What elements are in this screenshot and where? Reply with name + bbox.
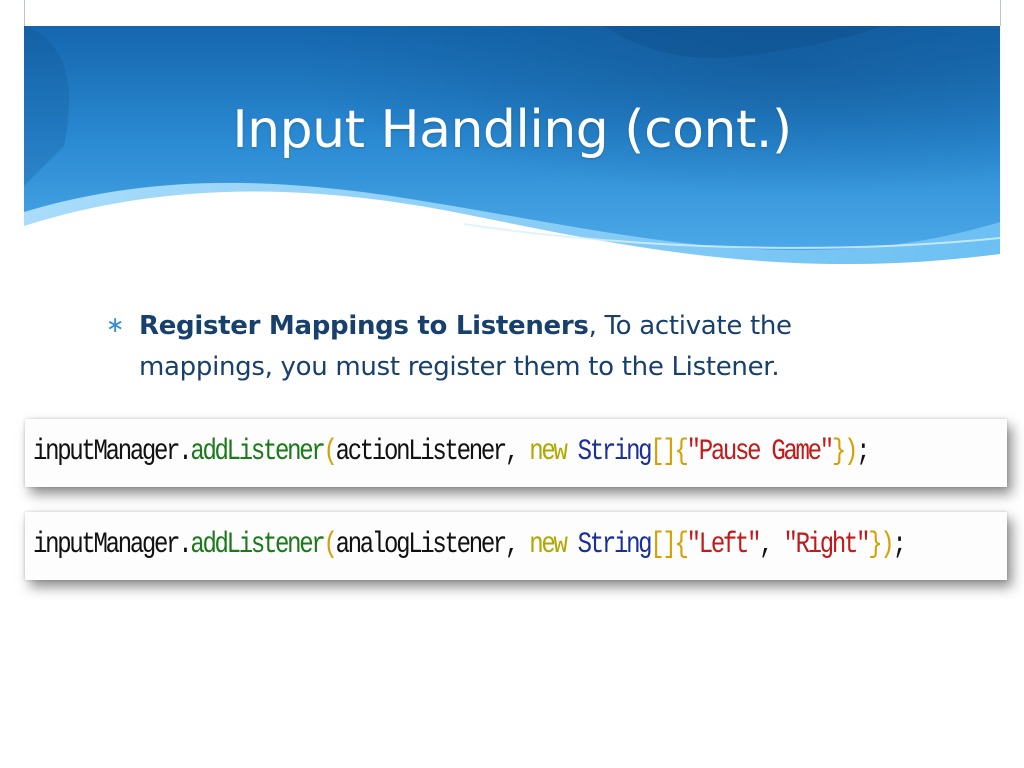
code-line: inputManager.addListener(actionListener,…	[33, 436, 871, 469]
code-snippet-action-listener: inputManager.addListener(actionListener,…	[25, 419, 1007, 487]
code-close: })	[831, 436, 859, 469]
code-semicolon: ;	[892, 529, 906, 562]
code-method: addListener	[190, 529, 325, 562]
bullet-list: ∗ Register Mappings to Listeners, To act…	[106, 306, 886, 388]
code-brackets: []	[650, 529, 677, 562]
code-open-paren: (	[323, 529, 337, 562]
code-open-brace: {	[674, 529, 689, 562]
code-string: "Right"	[783, 529, 870, 562]
code-argument: analogListener	[335, 529, 508, 562]
code-brackets: []	[650, 436, 677, 469]
code-string: "Left"	[686, 529, 762, 562]
code-dot: .	[178, 436, 192, 469]
bullet-rest-text: , To activate the mappings, you must reg…	[139, 311, 792, 382]
code-method: addListener	[190, 436, 325, 469]
code-comma: ,	[505, 529, 530, 562]
code-comma: ,	[505, 436, 530, 469]
code-line: inputManager.addListener(analogListener,…	[33, 529, 907, 562]
code-keyword: new	[529, 529, 568, 562]
code-string-separator: ,	[759, 529, 784, 562]
code-snippet-analog-listener: inputManager.addListener(analogListener,…	[25, 512, 1007, 580]
code-keyword: new	[529, 436, 568, 469]
code-object: inputManager	[33, 436, 181, 469]
code-open-paren: (	[323, 436, 337, 469]
slide-top-frame	[24, 0, 1001, 26]
code-space	[566, 436, 578, 469]
code-close: })	[868, 529, 895, 562]
bullet-marker-icon: ∗	[106, 313, 125, 338]
code-open-brace: {	[674, 436, 689, 469]
code-space	[566, 529, 578, 562]
wave-background	[24, 26, 1000, 288]
code-type: String	[577, 529, 653, 562]
code-string: "Pause Game"	[686, 436, 835, 469]
code-argument: actionListener	[335, 436, 508, 469]
code-semicolon: ;	[856, 436, 870, 469]
header-banner: Input Handling (cont.)	[24, 26, 1000, 288]
slide-title: Input Handling (cont.)	[232, 100, 792, 160]
bullet-bold-text: Register Mappings to Listeners	[139, 311, 589, 341]
code-type: String	[577, 436, 653, 469]
code-dot: .	[178, 529, 192, 562]
code-object: inputManager	[33, 529, 181, 562]
bullet-text: Register Mappings to Listeners, To activ…	[139, 306, 886, 388]
